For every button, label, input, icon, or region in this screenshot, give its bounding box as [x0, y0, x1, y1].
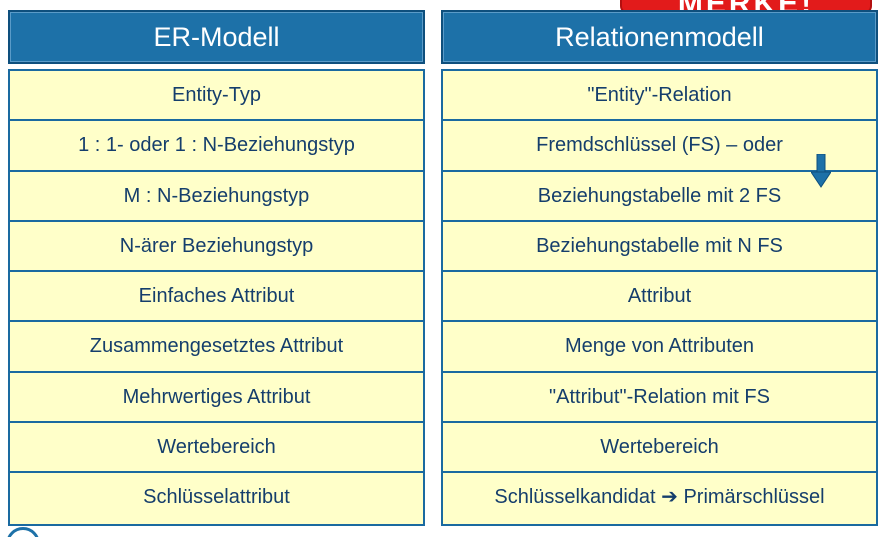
arrow-down-icon	[811, 154, 831, 188]
circle-icon	[6, 527, 40, 537]
relational-model-column: Relationenmodell "Entity"-Relation Fremd…	[441, 10, 878, 526]
er-model-row: 1 : 1- oder 1 : N-Beziehungstyp	[10, 121, 423, 172]
er-model-row: N-ärer Beziehungstyp	[10, 221, 423, 273]
er-model-row: Mehrwertiges Attribut	[10, 372, 423, 424]
relational-model-rows: "Entity"-Relation Fremdschlüssel (FS) – …	[441, 69, 878, 526]
er-model-column: ER-Modell Entity-Typ 1 : 1- oder 1 : N-B…	[8, 10, 425, 526]
er-model-row: M : N-Beziehungstyp	[10, 171, 423, 222]
er-model-row: Schlüsselattribut	[10, 473, 423, 524]
er-model-row: Wertebereich	[10, 423, 423, 474]
relational-model-row: "Entity"-Relation	[443, 71, 876, 122]
relational-model-row: "Attribut"-Relation mit FS	[443, 372, 876, 424]
er-model-row: Zusammengesetztes Attribut	[10, 322, 423, 373]
relational-model-header: Relationenmodell	[441, 10, 878, 64]
relational-model-row: Schlüsselkandidat ➔ Primärschlüssel	[443, 473, 876, 524]
relational-model-row: Fremdschlüssel (FS) – oder	[443, 121, 876, 172]
relational-model-row: Wertebereich	[443, 423, 876, 474]
relational-model-row: Beziehungstabelle mit 2 FS	[443, 171, 876, 222]
relational-model-row: Attribut	[443, 272, 876, 323]
relational-model-row: Beziehungstabelle mit N FS	[443, 221, 876, 273]
er-model-header: ER-Modell	[8, 10, 425, 64]
er-model-row: Entity-Typ	[10, 71, 423, 122]
er-model-rows: Entity-Typ 1 : 1- oder 1 : N-Beziehungst…	[8, 69, 425, 526]
relational-model-row: Menge von Attributen	[443, 322, 876, 373]
er-model-row: Einfaches Attribut	[10, 272, 423, 323]
